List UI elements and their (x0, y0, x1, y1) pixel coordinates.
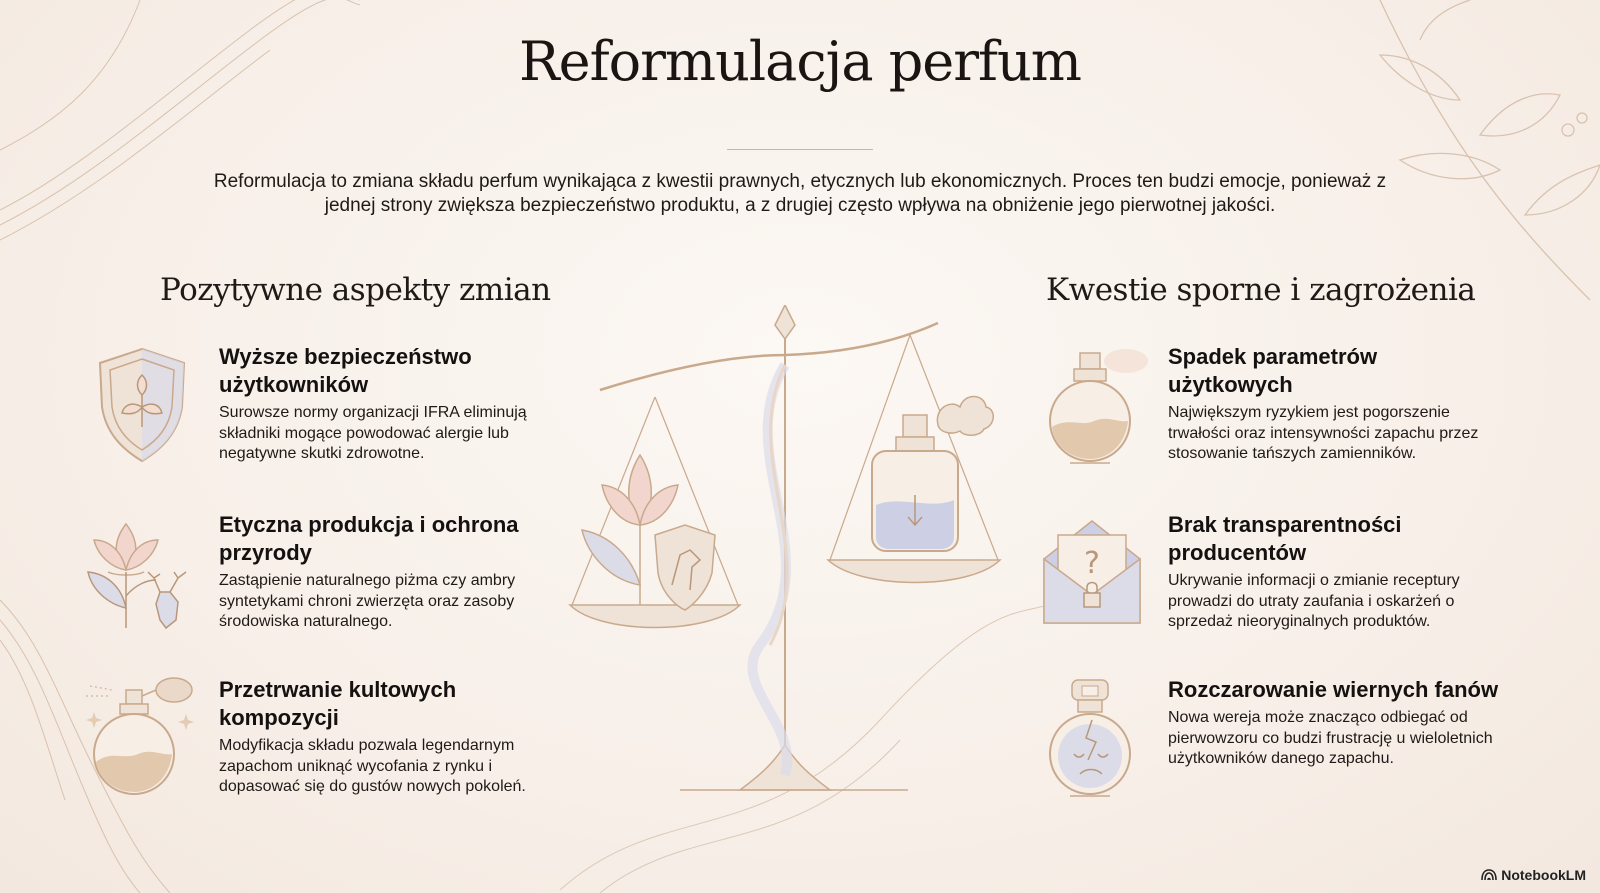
lotus-deer-icon (87, 522, 187, 630)
brand-label: NotebookLM (1501, 867, 1586, 883)
item-title: Wyższe bezpieczeństwo użytkowników (219, 344, 472, 397)
positive-item: Etyczna produkcja i ochrona przyrody Zas… (219, 511, 579, 633)
positive-heading: Pozytywne aspekty zmian (160, 272, 551, 308)
risk-item: Spadek parametrów użytkowych Największym… (1168, 343, 1498, 465)
intro-text: Reformulacja to zmiana składu perfum wyn… (213, 171, 1387, 216)
risks-heading: Kwestie sporne i zagrożenia (1046, 272, 1476, 308)
item-text: Modyfikacja składu pozwala legendarnym z… (219, 737, 526, 795)
perfume-bottle-icon (1049, 349, 1148, 464)
item-title: Przetrwanie kultowych kompozycji (219, 677, 457, 730)
item-title: Spadek parametrów użytkowych (1168, 344, 1378, 397)
positive-item: Wyższe bezpieczeństwo użytkowników Surow… (219, 343, 579, 465)
risk-item: Rozczarowanie wiernych fanów Nowa wereja… (1168, 676, 1508, 770)
item-text: Ukrywanie informacji o zmianie receptury… (1168, 572, 1460, 630)
sad-bottle-icon (1049, 679, 1131, 797)
item-text: Zastąpienie naturalnego piżma czy ambry … (219, 572, 516, 630)
notebooklm-logo-icon (1481, 869, 1498, 881)
item-title: Etyczna produkcja i ochrona przyrody (219, 512, 519, 565)
shield-icon (98, 347, 186, 463)
positive-item: Przetrwanie kultowych kompozycji Modyfik… (219, 676, 559, 798)
item-text: Nowa wereja może znacząco odbiegać od pi… (1168, 709, 1493, 767)
perfume-atomizer-icon (86, 677, 194, 795)
page-title: Reformulacja perfum (518, 30, 1082, 93)
item-text: Największym ryzykiem jest pogorszenie tr… (1168, 404, 1479, 462)
risk-item: Brak transparentności producentów Ukrywa… (1168, 511, 1498, 633)
item-text: Surowsze normy organizacji IFRA eliminuj… (219, 404, 527, 462)
balance-scale-icon (568, 305, 1002, 791)
envelope-question-icon: ? (1043, 520, 1141, 624)
svg-text:?: ? (1084, 546, 1100, 581)
title-divider (727, 149, 873, 150)
item-title: Rozczarowanie wiernych fanów (1168, 677, 1499, 702)
brand-mark: NotebookLM (1481, 867, 1586, 883)
item-title: Brak transparentności producentów (1168, 512, 1402, 565)
